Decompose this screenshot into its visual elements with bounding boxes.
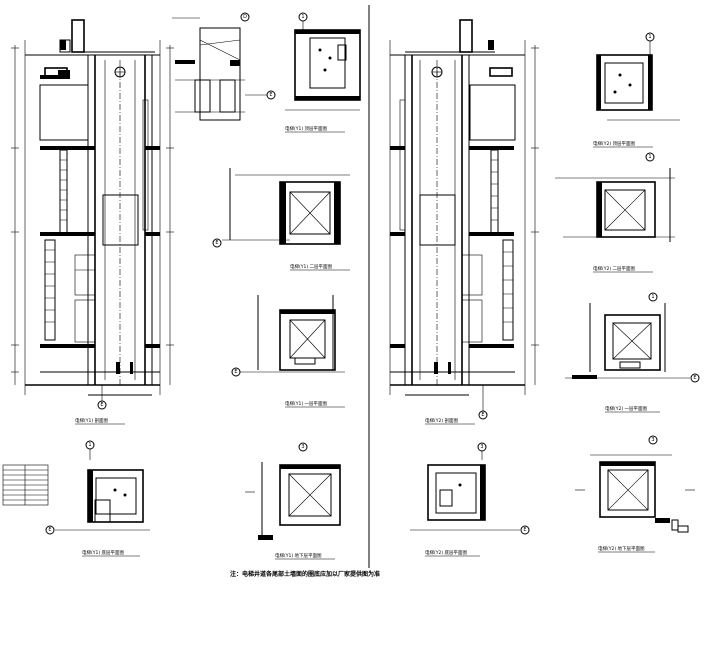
axis-label-e-p8: E (693, 375, 696, 381)
plan-p7-caption: 电梯(Y2) 二层平面图 (593, 265, 636, 272)
plan-p4-caption: 电梯(Y1) 底层平面图 (82, 549, 125, 556)
plan-p3-caption: 电梯(Y1) 一层平面图 (285, 400, 328, 407)
plan-p2: E 电梯(Y1) 二层平面图 (212, 168, 350, 271)
axis-label-e-right: E (481, 412, 484, 418)
left-section-elevation: E 电梯(Y1) 剖面图 (11, 19, 174, 425)
axis-label-3-p10: 3 (651, 437, 654, 443)
axis-label-e-p2: E (215, 240, 218, 246)
axis-label-e: E (100, 402, 103, 408)
plan-p8-caption: 电梯(Y2) 一层平面图 (605, 405, 648, 412)
plan-p5-caption: 电梯(Y1) 地下层平面图 (275, 552, 322, 559)
plan-p1-caption: 电梯(Y1) 顶层平面图 (285, 125, 328, 132)
axis-label-1-p6: 1 (648, 34, 651, 40)
plan-p7: 1 电梯(Y2) 二层平面图 (555, 152, 675, 273)
axis-label-1-p7: 1 (648, 154, 651, 160)
axis-label-e-detail: E (269, 92, 272, 98)
plan-p2-caption: 电梯(Y1) 二层平面图 (290, 263, 333, 270)
plan-p1: 1 电梯(Y1) 顶层平面图 (285, 12, 361, 133)
axis-label-e-p4: E (48, 527, 51, 533)
axis-label-1-p1: 1 (301, 14, 304, 20)
axis-label-e-p9: E (523, 527, 526, 533)
plan-p10: 3 电梯(Y2) 地下层平面图 (575, 435, 695, 553)
plan-p5: 3 电梯(Y1) 地下层平面图 (245, 442, 341, 560)
axis-label-d-top: D (243, 14, 247, 20)
axis-label-3-p5: 3 (301, 444, 304, 450)
right-section-elevation: E 电梯(Y2) 剖面图 (389, 19, 539, 425)
plan-p9-caption: 电梯(Y2) 底层平面图 (425, 549, 468, 556)
plan-p9: 3 E 电梯(Y2) 底层平面图 (410, 442, 530, 557)
drawing-note: 注：电梯井道各尾部土墙面的圈底应加以厂家提供图为准 (230, 570, 380, 578)
left-elevation-caption: 电梯(Y1) 剖面图 (75, 417, 109, 424)
axis-label-1-p8: 1 (651, 294, 654, 300)
axis-label-1-p4: 1 (88, 442, 91, 448)
plan-p10-caption: 电梯(Y2) 地下层平面图 (598, 545, 645, 552)
plan-p3: E 电梯(Y1) 一层平面图 (231, 295, 345, 408)
plan-p6: 1 电梯(Y2) 顶层平面图 (593, 32, 680, 148)
plan-p4: 1 E 电梯(Y1) 底层平面图 (2, 440, 150, 557)
left-wall-detail: D E (172, 12, 276, 121)
axis-label-3-p9: 3 (480, 444, 483, 450)
axis-label-e-p3: E (234, 369, 237, 375)
plan-p6-caption: 电梯(Y2) 顶层平面图 (593, 140, 636, 147)
right-elevation-caption: 电梯(Y2) 剖面图 (425, 417, 459, 424)
plan-p8: 1 E 电梯(Y2) 一层平面图 (565, 292, 700, 413)
